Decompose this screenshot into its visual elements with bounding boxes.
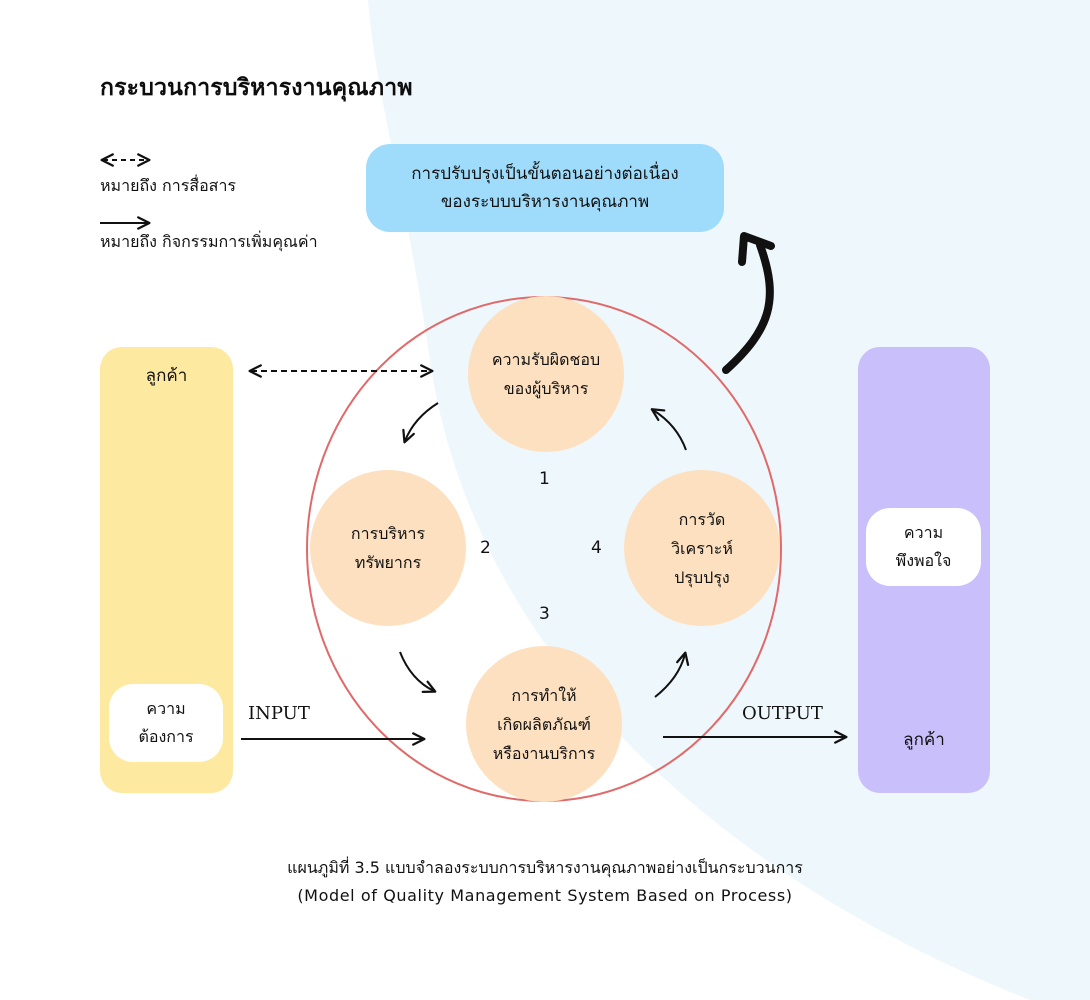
- input-label: INPUT: [248, 703, 310, 724]
- node-3-line-1: การทำให้: [511, 685, 577, 705]
- satisfaction-line-2: พึงพอใจ: [895, 551, 952, 570]
- legend-dashed-text: หมายถึง การสื่อสาร: [100, 176, 237, 195]
- caption-thai: แผนภูมิที่ 3.5 แบบจำลองระบบการบริหารงานค…: [287, 858, 803, 877]
- node-resource-management: การบริหาร ทรัพยากร: [310, 470, 466, 626]
- continual-improvement-box: การปรับปรุงเป็นขั้นตอนอย่างต่อเนื่อง ของ…: [366, 144, 724, 232]
- node-1-line-1: ความรับผิดชอบ: [491, 350, 601, 369]
- node-3-line-3: หรืองานบริการ: [492, 743, 596, 763]
- requirements-line-1: ความ: [146, 699, 186, 718]
- requirements-line-2: ต้องการ: [138, 727, 194, 746]
- node-4-line-3: ปรุบปรุง: [674, 567, 730, 587]
- improvement-line-1: การปรับปรุงเป็นขั้นตอนอย่างต่อเนื่อง: [411, 164, 679, 184]
- node-2-line-1: การบริหาร: [350, 524, 426, 543]
- legend-solid-text: หมายถึง กิจกรรมการเพิ่มคุณค่า: [100, 232, 318, 251]
- customer-label-right: ลูกค้า: [903, 730, 945, 750]
- node-2-line-2: ทรัพยากร: [354, 553, 422, 572]
- node-1-line-2: ของผู้บริหาร: [503, 379, 589, 398]
- node-4-line-1: การวัด: [678, 509, 726, 529]
- caption-english: (Model of Quality Management System Base…: [297, 886, 793, 905]
- node-3-line-2: เกิดผลิตภัณฑ์: [497, 714, 591, 734]
- customer-label-left: ลูกค้า: [145, 366, 188, 386]
- satisfaction-line-1: ความ: [903, 523, 944, 542]
- step-number-4: 4: [591, 538, 602, 558]
- output-label: OUTPUT: [742, 703, 823, 724]
- node-product-realization: การทำให้ เกิดผลิตภัณฑ์ หรืองานบริการ: [466, 646, 622, 802]
- step-number-3: 3: [539, 604, 550, 624]
- step-number-2: 2: [480, 538, 491, 558]
- improvement-line-2: ของระบบบริหารงานคุณภาพ: [440, 192, 650, 212]
- requirements-card: ความ ต้องการ: [109, 684, 223, 762]
- step-number-1: 1: [539, 469, 550, 489]
- node-4-line-2: วิเคราะห์: [671, 538, 733, 558]
- node-measurement-analysis-improvement: การวัด วิเคราะห์ ปรุบปรุง: [624, 470, 780, 626]
- satisfaction-card: ความ พึงพอใจ: [866, 508, 981, 586]
- page-title: กระบวนการบริหารงานคุณภาพ: [100, 75, 413, 101]
- node-management-responsibility: ความรับผิดชอบ ของผู้บริหาร: [468, 296, 624, 452]
